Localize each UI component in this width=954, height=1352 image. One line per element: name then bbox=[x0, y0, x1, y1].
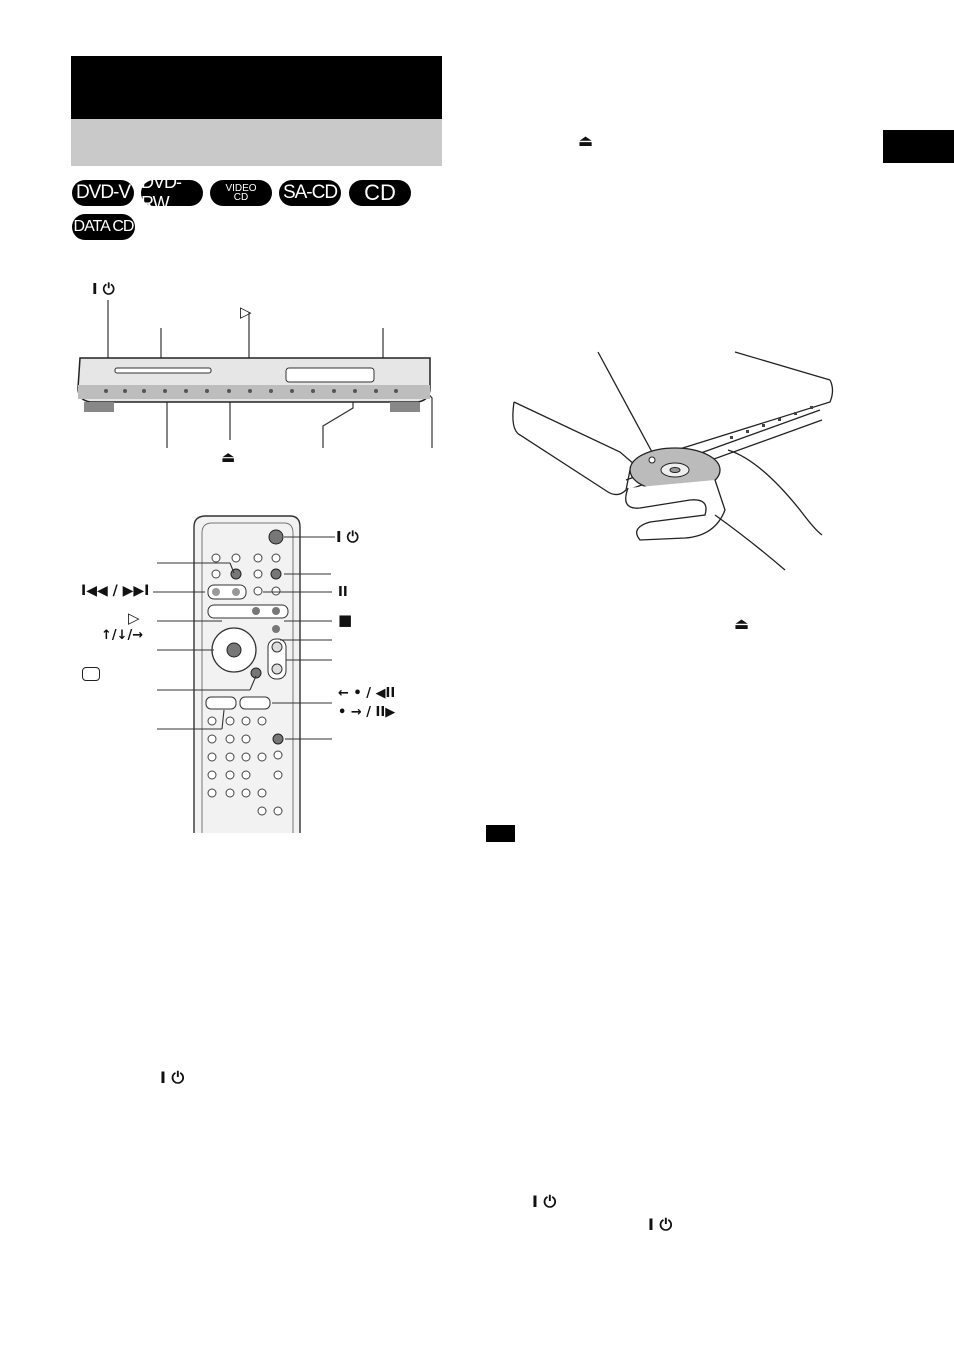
eject-symbol-top: ⏏ bbox=[578, 131, 594, 150]
power-symbol-panel: I ⏻ bbox=[92, 280, 115, 298]
front-panel-illustration bbox=[77, 300, 433, 448]
arrow-keys-symbol: ↑/↓/→ bbox=[101, 628, 144, 643]
eject-symbol-right: ⏏ bbox=[734, 614, 750, 633]
step-forward-symbol: • → / II▶ bbox=[338, 705, 396, 720]
power-symbol-right-text-1: I ⏻ bbox=[532, 1192, 557, 1211]
note-marker bbox=[486, 825, 515, 842]
badge-cd: CD bbox=[349, 180, 411, 206]
power-symbol-right-text-2: I ⏻ bbox=[648, 1215, 673, 1234]
play-symbol-panel: ▷ bbox=[240, 303, 252, 321]
pause-symbol: II bbox=[338, 585, 348, 600]
eject-symbol-panel: ⏏ bbox=[221, 448, 236, 466]
skip-symbol: I◀◀ / ▶▶I bbox=[81, 583, 150, 599]
disc-loading-illustration bbox=[512, 351, 834, 571]
badge-data-cd: DATA CD bbox=[72, 214, 135, 240]
badge-dvd-v: DVD-V bbox=[72, 180, 134, 206]
stop-symbol: ■ bbox=[338, 611, 353, 629]
power-symbol-left-text: I ⏻ bbox=[160, 1068, 185, 1087]
badge-sa-cd: SA-CD bbox=[279, 180, 341, 206]
menu-icon bbox=[82, 667, 100, 681]
section-subtitle-bar bbox=[71, 119, 442, 166]
chapter-tab bbox=[883, 130, 954, 163]
step-back-symbol: ← • / ◀II bbox=[338, 686, 396, 701]
power-symbol-remote: I ⏻ bbox=[336, 528, 359, 546]
badge-dvd-rw: DVD-RW bbox=[141, 172, 203, 213]
section-title-bar bbox=[71, 56, 442, 119]
remote-control-illustration bbox=[193, 515, 301, 833]
play-symbol-remote: ▷ bbox=[128, 609, 140, 627]
